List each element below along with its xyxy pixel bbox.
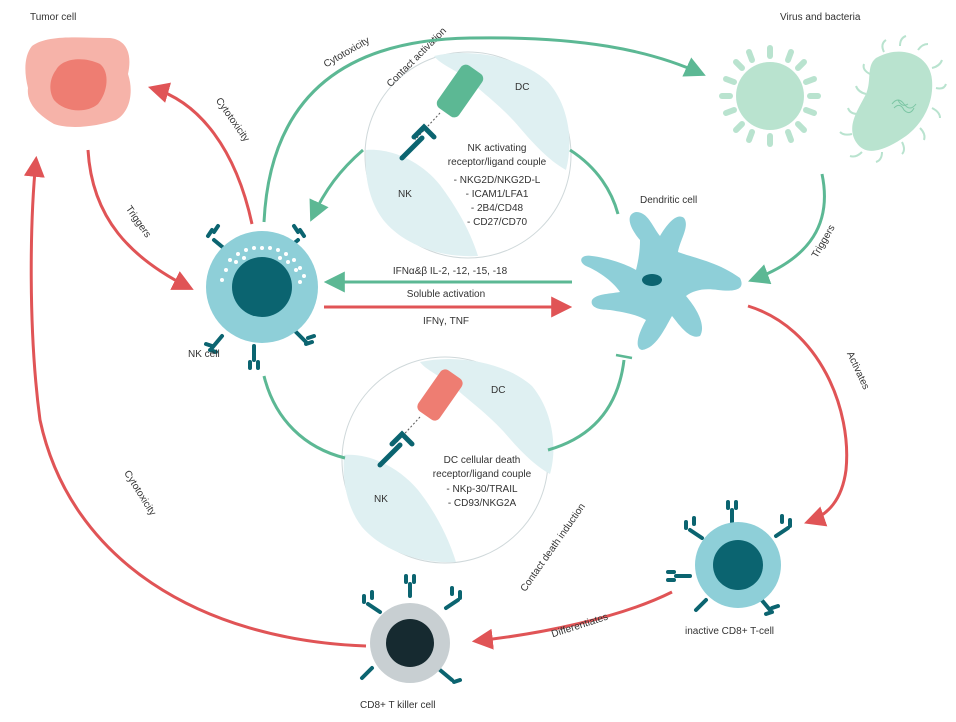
dc-membrane-bottom <box>420 359 554 474</box>
tumor-cell-label: Tumor cell <box>30 12 76 23</box>
top-heading-1: NK activating <box>468 143 527 154</box>
edge-soluble-activation: Soluble activation <box>407 289 485 300</box>
arrow-nk-cytotoxicity <box>147 82 254 225</box>
edge-cytokines-out: IFNγ, TNF <box>423 316 469 327</box>
nk-cell-label: NK cell <box>188 349 220 360</box>
bottom-nk-label: NK <box>374 494 388 505</box>
cd8-killer-label: CD8+ T killer cell <box>360 700 436 711</box>
virus-icon <box>719 45 821 147</box>
inactive-cd8-label: inactive CD8+ T-cell <box>685 626 774 637</box>
bottom-item-2: - CD93/NKG2A <box>448 498 517 509</box>
top-item-3: - 2B4/CD48 <box>471 203 524 214</box>
top-contact-bubble: Contact activation DC NK NK activating r… <box>364 26 572 259</box>
top-item-2: - ICAM1/LFA1 <box>466 189 529 200</box>
bottom-heading-1: DC cellular death <box>444 455 521 466</box>
nk-receptor-top <box>399 123 437 161</box>
arrow-contact-activation-return <box>309 148 364 222</box>
dc-receptor-green <box>436 64 484 118</box>
edge-differentiates: Differentiates <box>550 612 609 641</box>
virus-bacteria-label: Virus and bacteria <box>780 12 861 23</box>
nk-receptor-bottom <box>377 430 415 468</box>
edge-cytotoxicity-cd8: Cytotoxicity <box>121 469 157 518</box>
arrow-virus-triggers <box>748 173 826 285</box>
nk-cell-icon <box>204 224 318 370</box>
arrow-top-to-dc <box>569 148 620 215</box>
inactive-cd8-icon <box>666 500 792 616</box>
arrow-cytotoxicity-top <box>262 36 706 223</box>
red-arrows <box>23 82 849 650</box>
tumor-cell <box>25 37 131 127</box>
top-item-4: - CD27/CD70 <box>467 217 527 228</box>
arrow-bottom-to-dc <box>547 359 626 452</box>
nk-membrane-top <box>365 149 478 257</box>
arrow-nk-to-bottom <box>262 375 346 460</box>
bottom-contact-bubble: DC NK DC cellular death receptor/ligand … <box>341 356 588 594</box>
arrow-differentiates <box>471 590 673 650</box>
arrow-tumor-triggers <box>86 149 194 290</box>
arrow-cd8-cytotoxicity <box>23 155 367 648</box>
top-nk-label: NK <box>398 189 412 200</box>
edge-activates: Activates <box>844 350 871 391</box>
edge-triggers-tumor: Triggers <box>123 204 153 240</box>
edge-cytotoxicity-nk-tumor: Cytotoxicity <box>213 96 251 144</box>
bacteria-icon <box>839 35 947 163</box>
dc-receptor-red <box>417 369 463 421</box>
green-arrows <box>262 36 826 460</box>
bottom-item-1: - NKp-30/TRAIL <box>446 484 518 495</box>
bottom-heading-2: receptor/ligand couple <box>433 469 532 480</box>
bottom-dc-label: DC <box>491 385 505 396</box>
top-heading-2: receptor/ligand couple <box>448 157 547 168</box>
dc-membrane-top <box>434 53 570 170</box>
cd8-killer-icon <box>360 574 462 684</box>
edge-triggers-virus: Triggers <box>810 223 838 260</box>
top-dc-label: DC <box>515 82 529 93</box>
dendritic-cell-label: Dendritic cell <box>640 195 697 206</box>
nk-membrane-bottom <box>343 454 456 563</box>
arrow-activates <box>747 304 849 527</box>
edge-cytokines-in: IFNα&β IL-2, -12, -15, -18 <box>393 266 508 277</box>
top-item-1: - NKG2D/NKG2D-L <box>454 175 541 186</box>
dendritic-cell-icon <box>581 212 742 350</box>
